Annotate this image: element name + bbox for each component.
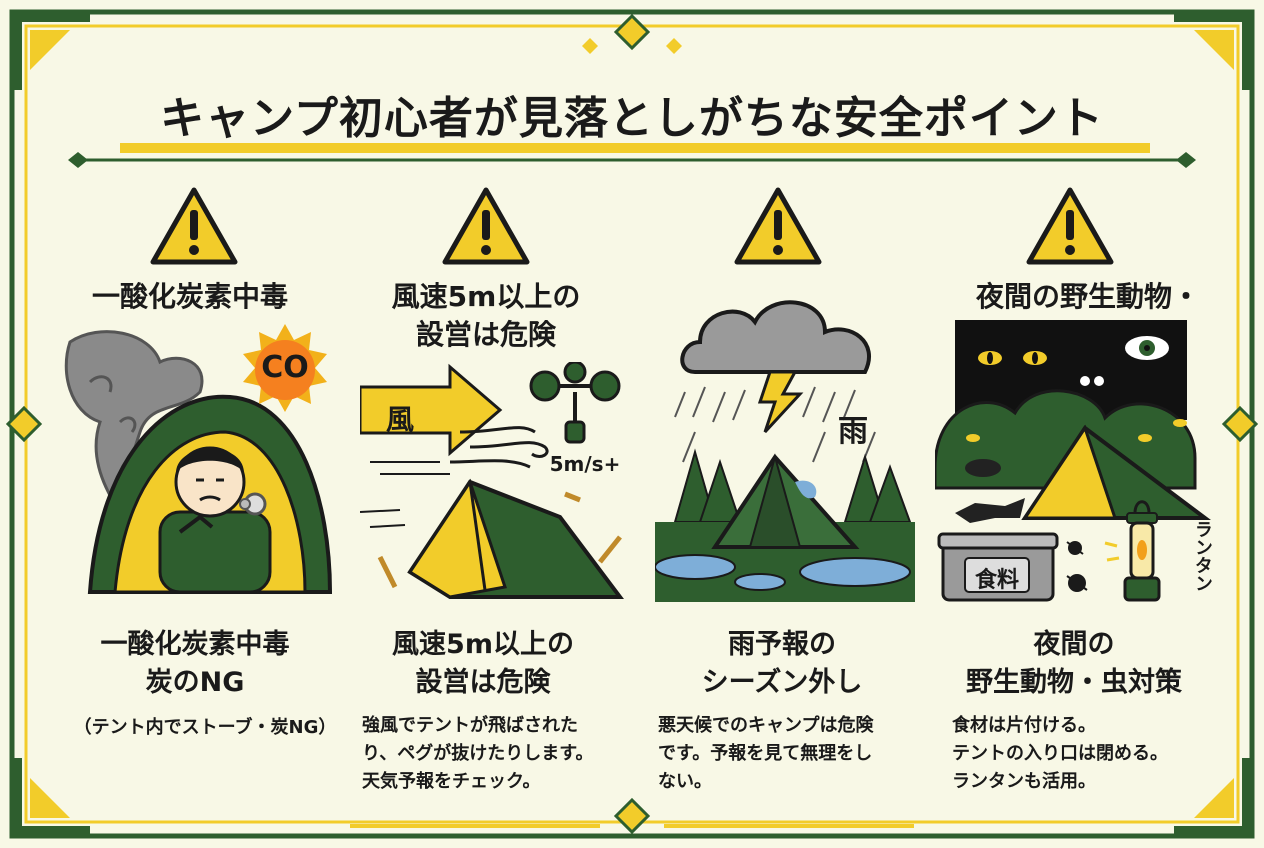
food-box-label: 食料 bbox=[974, 568, 1019, 593]
rain-storm-illustration bbox=[655, 300, 915, 602]
panel3-desc-line: です。予報を見て無理をし bbox=[658, 743, 873, 764]
panel3-caption-line2: シーズン外し bbox=[701, 667, 863, 698]
panel2-heading-line2: 設営は危険 bbox=[415, 318, 556, 351]
panel3-description: 悪天候でのキャンプは危険 です。予報を見て無理をし ない。 bbox=[658, 712, 928, 796]
panel3-caption-line1: 雨予報の bbox=[728, 629, 836, 660]
warning-icon bbox=[734, 187, 822, 265]
panel1-description: （テント内でストーブ・炭NG） bbox=[60, 714, 350, 742]
panel1-desc-line: （テント内でストーブ・炭NG） bbox=[73, 717, 337, 738]
wind-arrow-label: 風 bbox=[385, 403, 414, 436]
panel1-heading: 一酸化炭素中毒 bbox=[91, 280, 288, 313]
panel2-description: 強風でテントが飛ばされた り、ペグが抜けたりします。 天気予報をチェック。 bbox=[362, 712, 632, 796]
co-badge: CO bbox=[261, 350, 309, 385]
rain-label: 雨 bbox=[838, 414, 868, 449]
panel2-desc-line: り、ペグが抜けたりします。 bbox=[362, 743, 594, 764]
panel4-desc-line: テントの入り口は閉める。 bbox=[952, 743, 1168, 764]
panel4-desc-line: 食材は片付ける。 bbox=[952, 715, 1096, 736]
page-title: キャンプ初心者が見落としがちな安全ポイント bbox=[160, 93, 1104, 144]
panel4-heading: 夜間の野生動物・ bbox=[975, 280, 1200, 313]
lantern-label: ランタン bbox=[1192, 520, 1213, 592]
night-wildlife-illustration bbox=[935, 320, 1211, 602]
panel2-caption-line1: 風速5m以上の bbox=[392, 629, 574, 660]
wind-speed-label: 5m/s+ bbox=[549, 452, 621, 476]
panel2-caption-line2: 設営は危険 bbox=[415, 667, 551, 698]
panel1-caption-line2: 炭のNG bbox=[145, 667, 245, 698]
wind-tent-illustration bbox=[360, 362, 624, 599]
panel2-desc-line: 天気予報をチェック。 bbox=[362, 771, 541, 792]
panel3-desc-line: ない。 bbox=[658, 771, 712, 792]
panel4-caption-line1: 夜間の bbox=[1033, 629, 1115, 660]
warning-icon bbox=[150, 187, 238, 265]
co-poisoning-illustration bbox=[64, 324, 333, 594]
panel4-description: 食材は片付ける。 テントの入り口は閉める。 ランタンも活用。 bbox=[952, 712, 1222, 796]
panel1-caption-line1: 一酸化炭素中毒 bbox=[100, 629, 290, 660]
panel4-desc-line: ランタンも活用。 bbox=[952, 771, 1096, 792]
panel2-heading-line1: 風速5m以上の bbox=[391, 280, 581, 313]
panel2-desc-line: 強風でテントが飛ばされた bbox=[362, 715, 578, 736]
warning-icon bbox=[442, 187, 530, 265]
warning-icon bbox=[1026, 187, 1114, 265]
panel4-caption-line2: 野生動物・虫対策 bbox=[966, 667, 1182, 698]
panel3-desc-line: 悪天候でのキャンプは危険 bbox=[658, 715, 874, 736]
